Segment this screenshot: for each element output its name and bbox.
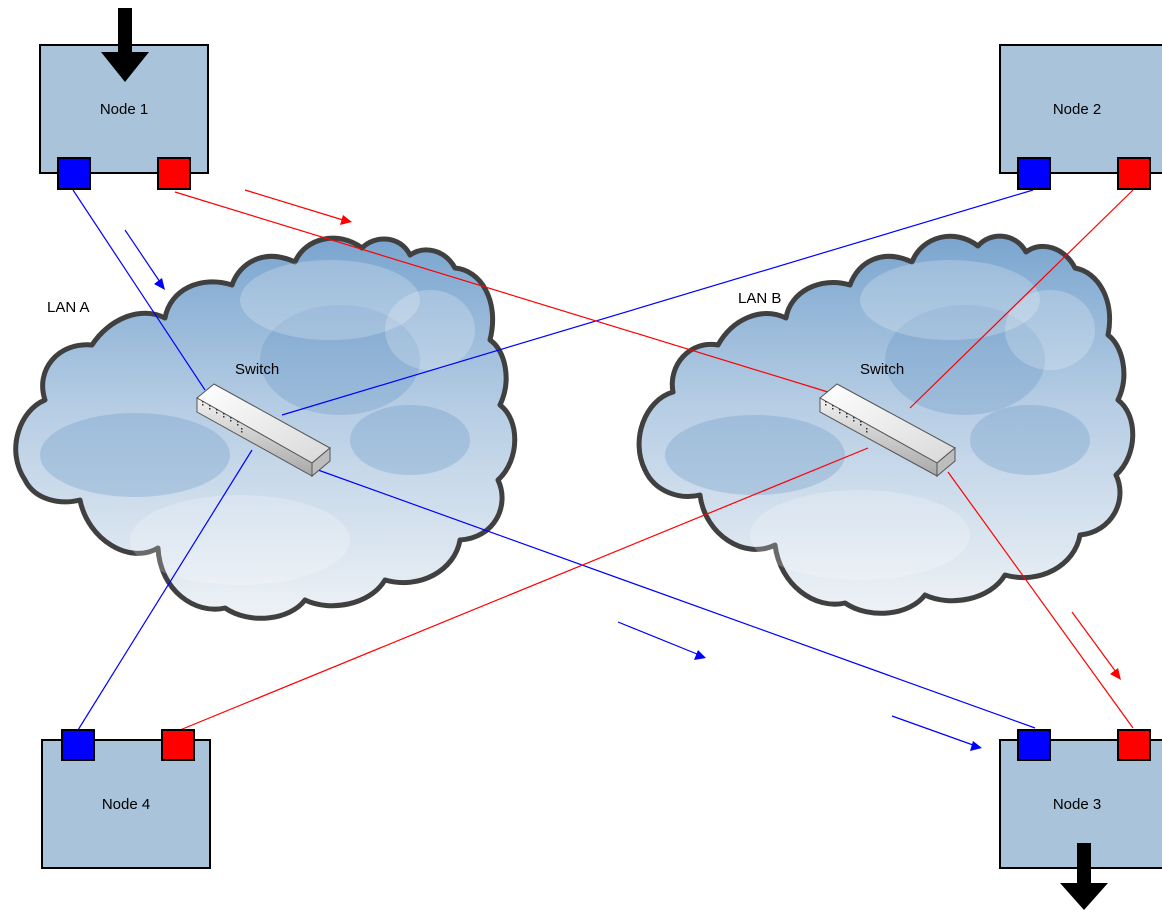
node-2-port-lan-a <box>1017 157 1051 190</box>
switch-b: Switch <box>819 361 956 478</box>
node-1-label: Node 1 <box>100 101 148 118</box>
node-4-label: Node 4 <box>102 796 150 813</box>
link-switch-a-node3 <box>317 469 1036 729</box>
node-4: Node 4 <box>41 729 211 869</box>
switch-b-label: Switch <box>860 361 904 378</box>
node-4-port-lan-b <box>161 729 195 761</box>
link-node2-switch-b <box>909 189 1134 409</box>
node-3-port-lan-b <box>1117 729 1151 761</box>
link-node2-switch-a <box>281 189 1034 416</box>
flow-arrow-blue-2 <box>617 621 706 660</box>
link-node1-switch-b <box>174 191 829 393</box>
down-arrow-icon <box>101 8 149 82</box>
flow-arrow-red-2 <box>1071 611 1121 680</box>
node-2: Node 2 <box>999 44 1162 190</box>
node-1-port-lan-a <box>57 157 91 190</box>
link-node1-switch-a <box>72 189 206 391</box>
node-2-label: Node 2 <box>1053 101 1101 118</box>
link-switch-a-node4 <box>77 449 253 731</box>
lan-a-label: LAN A <box>47 299 90 316</box>
link-switch-b-node3 <box>947 471 1134 729</box>
switch-a: Switch <box>196 361 331 478</box>
network-switch-icon <box>819 383 956 478</box>
node-2-port-lan-b <box>1117 157 1151 190</box>
network-switch-icon <box>196 383 331 478</box>
switch-a-label: Switch <box>235 361 279 378</box>
lan-b-label: LAN B <box>738 290 781 307</box>
flow-arrow-blue-3 <box>891 715 982 751</box>
node-1-port-lan-b <box>157 157 191 190</box>
down-arrow-icon <box>1060 843 1108 910</box>
node-4-port-lan-a <box>61 729 95 761</box>
flow-arrow-red-1 <box>244 189 352 225</box>
node-3-port-lan-a <box>1017 729 1051 761</box>
flow-arrow-blue-1 <box>124 229 165 290</box>
node-3-label: Node 3 <box>1053 796 1101 813</box>
link-switch-b-node4 <box>179 447 869 731</box>
